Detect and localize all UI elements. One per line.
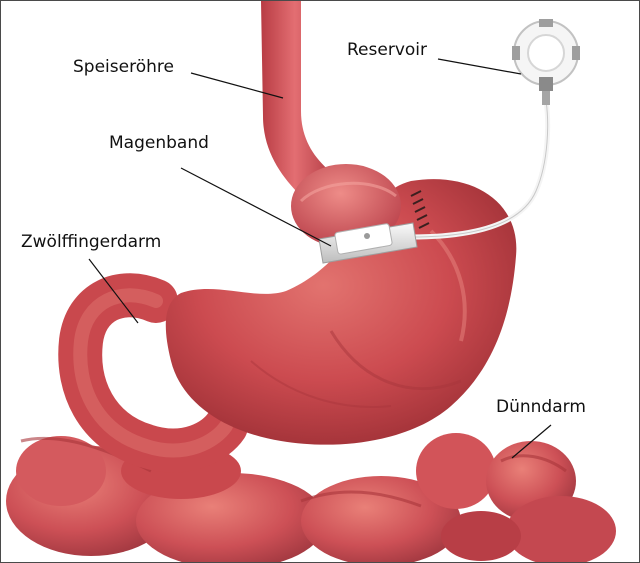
reservoir-port xyxy=(512,19,580,105)
label-reservoir: Reservoir xyxy=(347,42,427,59)
esophagus xyxy=(261,1,336,196)
label-magenband: Magenband xyxy=(109,135,209,152)
leader-reservoir xyxy=(438,59,521,74)
label-speiseroehre: Speiseröhre xyxy=(73,59,174,76)
label-zwoelffingerdarm: Zwölffingerdarm xyxy=(21,234,161,251)
label-duenndarm: Dünndarm xyxy=(496,399,586,416)
small-intestine xyxy=(6,433,616,563)
